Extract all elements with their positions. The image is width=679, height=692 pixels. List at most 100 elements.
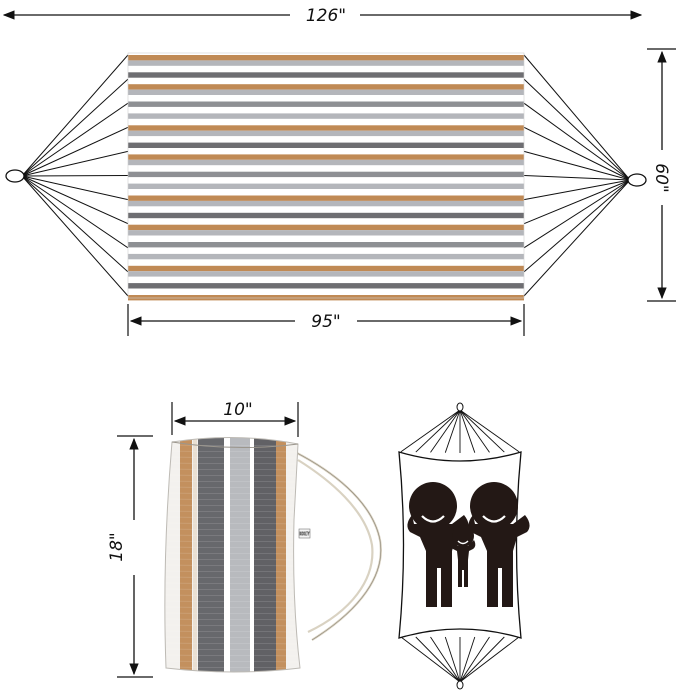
bed-stripe (128, 271, 524, 277)
bed-stripe (128, 242, 524, 248)
storage-bag: 10" 18" KOOLTY (107, 400, 382, 678)
rope-line (523, 126, 631, 181)
bag-texture (164, 630, 300, 633)
bag-stripe (224, 437, 230, 672)
bed-stripe (128, 101, 524, 107)
bag-texture (164, 546, 300, 549)
total-length-dimension: 126" (2, 6, 643, 26)
small-rope-line (459, 636, 520, 683)
small-rope-line (430, 409, 461, 453)
small-rope-line (400, 409, 461, 453)
bag-texture (164, 558, 300, 561)
bed-stripe (128, 72, 524, 78)
rope-line (523, 175, 631, 181)
bag-brand-text: KOOLTY (300, 532, 310, 538)
bag-texture (164, 666, 300, 669)
bag-texture (164, 594, 300, 597)
bag-texture (164, 570, 300, 573)
bed-stripe (128, 55, 524, 61)
bag-texture (164, 450, 300, 453)
rope-line (21, 175, 129, 225)
rope-line (523, 179, 631, 297)
hammock-top-view (5, 52, 647, 301)
bag-texture (164, 492, 300, 495)
bed-stripe (128, 183, 524, 189)
bag-texture (164, 528, 300, 531)
bed-stripe (128, 84, 524, 90)
bag-stripe (254, 437, 276, 672)
rope-line (523, 179, 631, 201)
bag-texture (164, 552, 300, 555)
bag-texture (164, 576, 300, 579)
bed-stripe (128, 142, 524, 148)
bed-stripe (128, 125, 524, 131)
small-rope-line (459, 409, 505, 453)
small-rope-line (415, 409, 461, 453)
rope-line (21, 175, 129, 273)
width-dimension: 60" (647, 48, 676, 302)
bag-body (164, 436, 301, 673)
left-ropes (21, 54, 129, 297)
small-rope-line (459, 409, 520, 453)
total-length-label: 126" (306, 6, 346, 26)
small-rope-line (459, 636, 505, 683)
rope-line (21, 102, 129, 177)
bag-brand-tag (298, 528, 311, 539)
bag-drawstring (294, 451, 382, 641)
bed-stripe (128, 60, 524, 66)
bag-texture (164, 474, 300, 477)
bag-stripe (193, 437, 197, 672)
bed-stripe (128, 265, 524, 272)
left-ring (5, 169, 25, 183)
rope-line (21, 78, 129, 177)
bed-stripe (128, 200, 524, 207)
bed-stripe (128, 253, 524, 260)
people-icon (407, 482, 530, 607)
rope-line (21, 150, 129, 177)
width-label: 60" (651, 163, 671, 192)
bag-texture (164, 618, 300, 621)
bag-texture (164, 588, 300, 591)
small-hammock-ropes (400, 409, 520, 683)
bed-stripe (128, 154, 524, 160)
hammock-capacity-illustration (398, 402, 530, 690)
rope-line (21, 126, 129, 177)
bag-texture (164, 582, 300, 585)
bed-stripe (128, 283, 524, 289)
bag-texture (164, 606, 300, 609)
bag-width-label: 10" (223, 400, 252, 420)
small-rope-line (459, 636, 490, 683)
rope-line (523, 179, 631, 273)
small-rope-line (430, 636, 461, 683)
bag-texture (164, 624, 300, 627)
rope-line (523, 78, 631, 181)
rope-line (523, 179, 631, 249)
small-rope-line (459, 636, 476, 683)
bag-texture (164, 480, 300, 483)
bag-texture (164, 468, 300, 471)
rope-line (523, 150, 631, 181)
right-ropes (523, 54, 631, 297)
bag-stripes (164, 437, 300, 672)
bag-stripe (180, 437, 192, 672)
bag-texture (164, 612, 300, 615)
bag-texture (164, 504, 300, 507)
bed-stripe (128, 195, 524, 201)
bed-stripe (128, 113, 524, 119)
bag-texture (164, 498, 300, 501)
bag-top-hem (171, 441, 299, 449)
bed-stripe (128, 130, 524, 137)
bag-texture (164, 636, 300, 639)
child-silhouette (450, 525, 476, 587)
bed-stripe (128, 89, 524, 95)
bed-stripe (128, 212, 524, 219)
bed-stripe (128, 171, 524, 178)
bed-stripe (128, 159, 524, 166)
small-rope-line (444, 636, 461, 683)
small-rope-line (444, 409, 461, 453)
rope-line (21, 54, 129, 177)
bag-texture (164, 456, 300, 459)
bag-outline (164, 436, 301, 673)
bag-texture (164, 648, 300, 651)
small-rope-line (459, 409, 490, 453)
